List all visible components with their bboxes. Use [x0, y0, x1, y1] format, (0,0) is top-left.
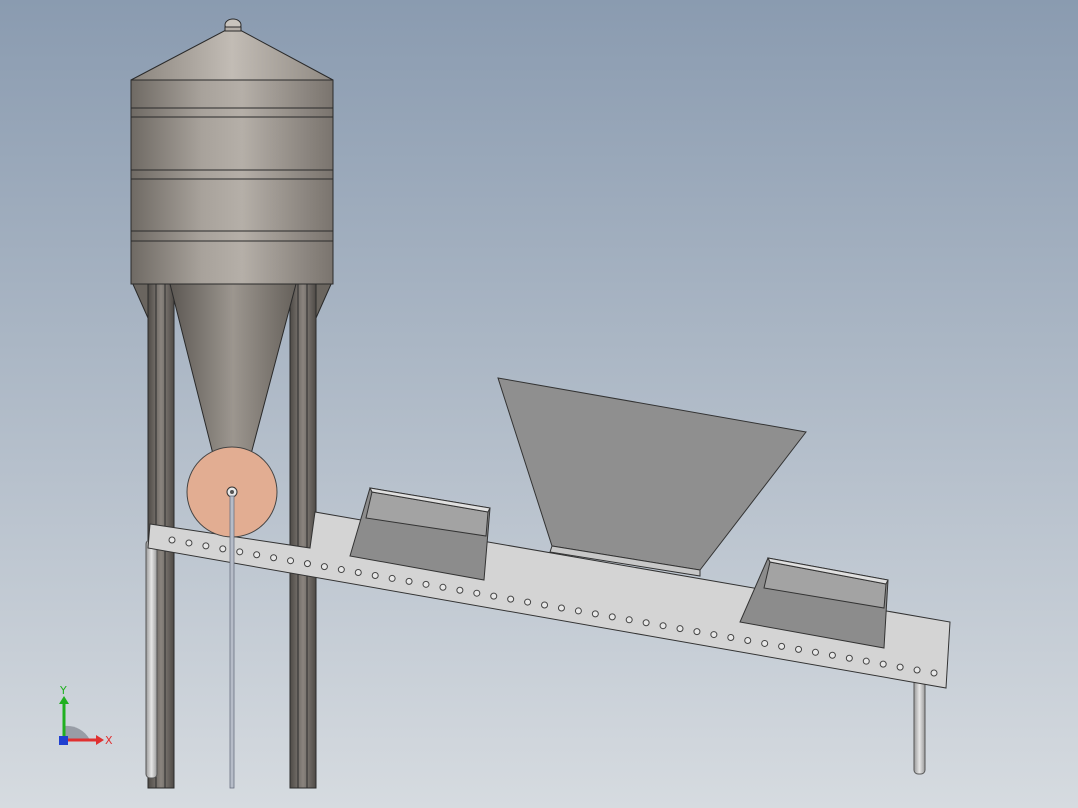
- rail-hole: [490, 592, 498, 600]
- silo-ring: [130, 107, 334, 118]
- rail-hole: [879, 660, 887, 668]
- rail-hole: [574, 607, 582, 615]
- axis-y-label: Y: [59, 684, 67, 697]
- rail-hole: [625, 616, 633, 624]
- rail-hole: [371, 571, 379, 579]
- rail-hole: [439, 583, 447, 591]
- rail-hole: [828, 651, 836, 659]
- conveyor-post-left: [145, 539, 158, 779]
- rail-hole: [845, 654, 853, 662]
- rail-hole: [591, 610, 599, 618]
- rail-hole: [541, 601, 549, 609]
- silo[interactable]: [130, 18, 334, 789]
- rail-hole: [608, 613, 616, 621]
- rail-hole: [642, 619, 650, 627]
- rail-hole: [219, 545, 227, 553]
- pulley-shaft: [229, 495, 235, 789]
- rail-hole: [524, 598, 532, 606]
- bin-right[interactable]: [739, 557, 889, 649]
- rail-hole: [676, 625, 684, 633]
- rail-hole: [913, 666, 921, 674]
- rail-hole: [896, 663, 904, 671]
- rail-hole: [507, 595, 515, 603]
- rail-hole: [185, 539, 193, 547]
- rail-hole: [693, 628, 701, 636]
- conveyor[interactable]: [145, 511, 951, 779]
- rail-hole: [422, 580, 430, 588]
- axis-z-icon: [59, 736, 68, 745]
- rail-hole: [659, 622, 667, 630]
- rail-hole: [320, 563, 328, 571]
- rail-hole: [456, 586, 464, 594]
- rail-hole: [337, 566, 345, 574]
- hopper[interactable]: [497, 377, 807, 577]
- pulley[interactable]: [186, 446, 278, 789]
- rail-hole: [287, 557, 295, 565]
- rail-hole: [253, 551, 261, 559]
- bin-left[interactable]: [349, 487, 491, 581]
- rail-hole: [778, 642, 786, 650]
- rail-hole: [405, 577, 413, 585]
- conveyor-holes: [168, 536, 938, 677]
- rail-hole: [270, 554, 278, 562]
- rail-hole: [744, 636, 752, 644]
- rail-hole: [811, 648, 819, 656]
- rail-hole: [761, 639, 769, 647]
- silo-ring: [130, 169, 334, 180]
- axis-x-label: X: [105, 734, 113, 747]
- rail-hole: [727, 634, 735, 642]
- rail-hole: [557, 604, 565, 612]
- rail-hole: [388, 574, 396, 582]
- rail-hole: [168, 536, 176, 544]
- rail-hole: [473, 589, 481, 597]
- hopper-base: [549, 545, 701, 577]
- rail-hole: [202, 542, 210, 550]
- rail-hole: [710, 631, 718, 639]
- rail-hole: [862, 657, 870, 665]
- axis-triad: X Y: [59, 684, 113, 747]
- silo-ring: [130, 230, 334, 242]
- rail-hole: [354, 569, 362, 577]
- conveyor-rail: [147, 511, 951, 689]
- rail-hole: [303, 560, 311, 568]
- rail-hole: [236, 548, 244, 556]
- rail-hole: [930, 669, 938, 677]
- rail-hole: [795, 645, 803, 653]
